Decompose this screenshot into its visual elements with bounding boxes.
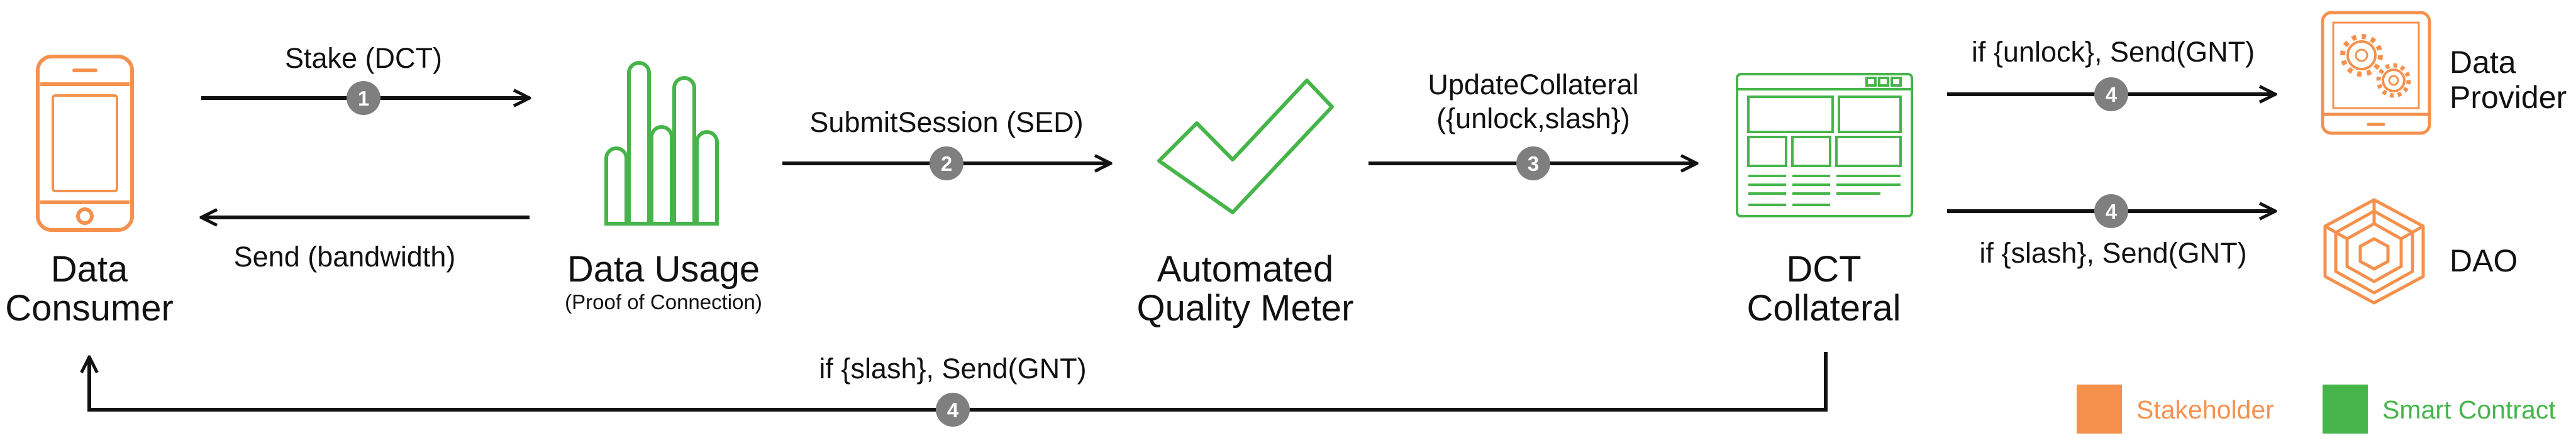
step-badge-4a [2094,77,2128,111]
smartphone-icon [36,55,134,232]
dct-collateral-node: DCT Collateral [1736,73,1913,329]
step-badge-4c-number: 4 [947,398,959,422]
step-badge-3-number: 3 [1528,152,1539,175]
stake-edge: Stake (DCT) 1 [201,42,530,115]
consumer-label-line1: Data [51,249,128,290]
legend-smart-contract-swatch [2323,385,2368,434]
submit-session-label: SubmitSession (SED) [809,106,1083,138]
send-bandwidth-label: Send (bandwidth) [234,241,456,273]
collateral-label-line1: DCT [1786,249,1861,290]
submit-session-edge: SubmitSession (SED) 2 [782,106,1111,180]
send-bandwidth-edge: Send (bandwidth) [201,217,530,273]
legend: Stakeholder Smart Contract [2077,385,2556,434]
update-collateral-edge: UpdateCollateral ({unlock,slash}) 3 [1368,68,1697,180]
update-collateral-label-line2: ({unlock,slash}) [1436,102,1630,134]
bar-chart-icon [604,61,719,226]
slash-send-consumer-edge: if {slash}, Send(GNT) 4 [89,352,1828,427]
checkmark-icon [1157,79,1334,214]
step-badge-1 [347,81,380,115]
collateral-label-line2: Collateral [1747,288,1901,329]
dao-node: DAO [2323,198,2518,305]
data-usage-node: Data Usage (Proof of Connection) [565,61,762,314]
step-badge-2-number: 2 [941,152,952,175]
stake-label: Stake (DCT) [285,42,442,74]
step-badge-4c [936,393,970,427]
step-badge-3 [1516,146,1550,180]
unlock-send-edge: if {unlock}, Send(GNT) 4 [1947,36,2275,111]
slash-send-consumer-label: if {slash}, Send(GNT) [819,353,1086,385]
update-collateral-label-line1: UpdateCollateral [1428,68,1638,101]
step-badge-4a-number: 4 [2106,83,2118,106]
meter-label-line1: Automated [1157,249,1334,290]
data-provider-node: Data Provider [2321,11,2567,135]
provider-label-line2: Provider [2450,80,2567,115]
slash-send-dao-edge: if {slash}, Send(GNT) 4 [1947,194,2275,269]
browser-window-icon [1736,73,1913,217]
step-badge-4b [2094,194,2128,228]
consumer-label-line2: Consumer [5,288,174,329]
provider-label-line1: Data [2450,45,2516,80]
unlock-send-label: if {unlock}, Send(GNT) [1972,36,2255,68]
usage-label: Data Usage [567,249,760,290]
usage-sub-label: (Proof of Connection) [565,290,762,314]
dao-logo-icon [2323,198,2425,305]
step-badge-4b-number: 4 [2106,200,2118,223]
data-consumer-node: Data Consumer [5,55,174,329]
quality-meter-node: Automated Quality Meter [1137,79,1354,329]
meter-label-line2: Quality Meter [1137,288,1354,329]
legend-smart-contract-label: Smart Contract [2382,395,2556,424]
tablet-gears-icon [2321,11,2431,135]
step-badge-2 [930,146,963,180]
legend-stakeholder-swatch [2077,385,2122,434]
legend-stakeholder-label: Stakeholder [2136,395,2274,424]
dao-label: DAO [2450,243,2518,278]
step-badge-1-number: 1 [358,87,369,110]
slash-send-dao-label: if {slash}, Send(GNT) [1979,237,2246,269]
